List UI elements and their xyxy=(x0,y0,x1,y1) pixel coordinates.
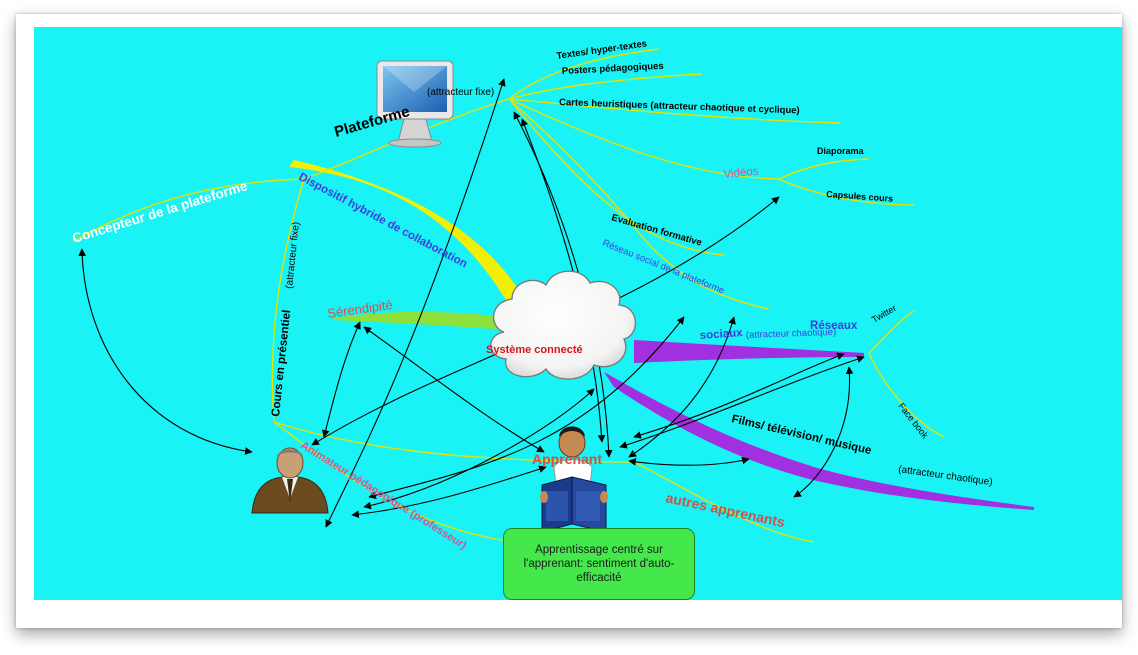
videos-label: Vidéos xyxy=(723,165,759,181)
reseaux-item-facebook: Face book xyxy=(896,401,930,441)
cloud-icon xyxy=(490,270,637,380)
reseaux-sub: (attracteur chaotique) xyxy=(746,327,837,341)
learner-centered-note: Apprentissage centré sur l'apprenant: se… xyxy=(503,528,695,600)
apprenant-label: Apprenant xyxy=(532,451,602,467)
teacher-avatar-icon xyxy=(251,447,329,514)
mind-map-svg: Plateforme (attracteur fixe) Textes/ hyp… xyxy=(70,38,1034,552)
cours-sub: (attracteur fixe) xyxy=(284,221,302,289)
plateforme-item-posters: Posters pédagogiques xyxy=(562,61,664,77)
reseaux-item-twitter: Twitter xyxy=(870,303,898,325)
note-line-3: efficacité xyxy=(576,572,622,584)
autres-apprenants-label: autres apprenants xyxy=(664,489,786,530)
videos-item-diaporama: Diaporama xyxy=(817,146,865,156)
student-reading-icon xyxy=(540,426,608,533)
computer-monitor-icon xyxy=(376,60,454,148)
cours-label: Cours en présentiel xyxy=(270,309,293,417)
mind-map-canvas: Plateforme (attracteur fixe) Textes/ hyp… xyxy=(34,27,1122,600)
reseau-social-label: Réseau social de la plateforme xyxy=(601,238,726,297)
plateforme-sub: (attracteur fixe) xyxy=(427,87,494,98)
reseaux-sociaux-label: sociaux xyxy=(699,327,743,342)
evaluation-label: Evaluation formative xyxy=(610,212,703,248)
note-line-1: Apprentissage centré sur xyxy=(535,544,663,556)
note-line-2: l'apprenant: sentiment d'auto- xyxy=(523,558,675,570)
center-label: Système connecté xyxy=(486,344,583,356)
videos-item-capsules: Capsules cours xyxy=(826,189,894,204)
concepteur-label: Concepteur de la plateforme xyxy=(70,178,249,246)
films-sub: (attracteur chaotique) xyxy=(898,464,994,488)
reseaux-label: Réseaux xyxy=(810,320,858,332)
